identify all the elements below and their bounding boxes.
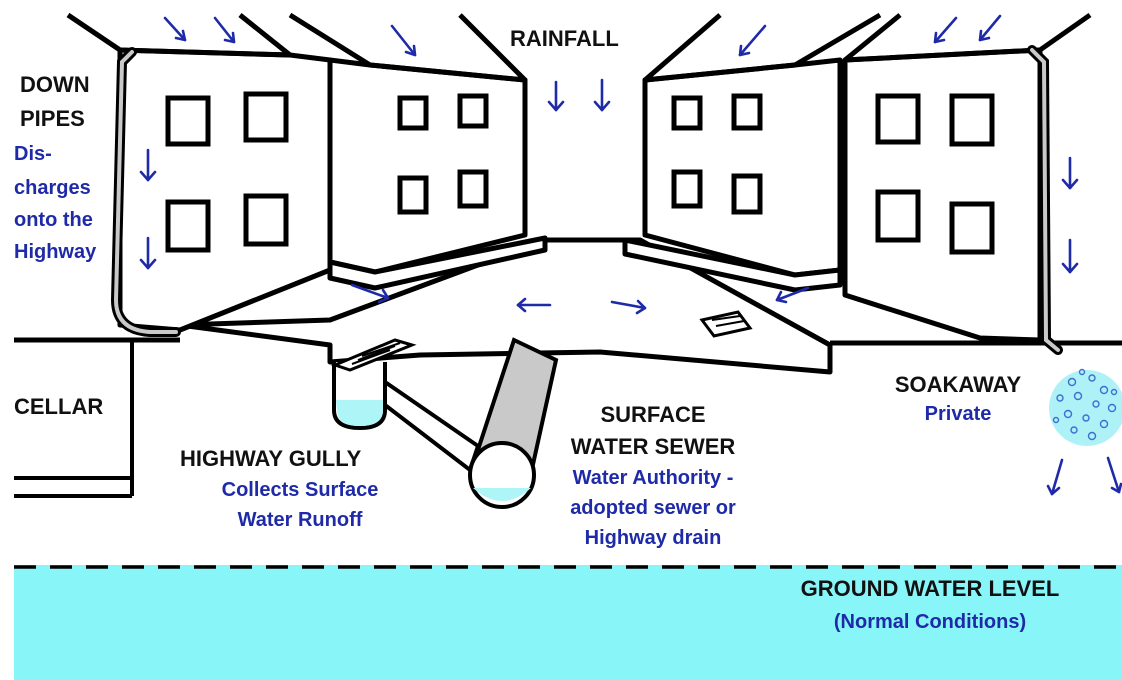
arrow-icon: [1061, 238, 1079, 274]
ground-water-description: (Normal Conditions): [834, 611, 1026, 633]
arrow-icon: [213, 16, 236, 44]
highway-gully-label: HIGHWAY GULLY: [180, 446, 362, 471]
grate-icon: [330, 338, 417, 372]
building-left-outer: [66, 12, 333, 333]
window: [731, 173, 763, 215]
window: [875, 93, 921, 145]
highway-gully: [330, 338, 417, 431]
building-left-inner: [288, 12, 548, 291]
window: [243, 91, 289, 143]
cellar: [14, 340, 134, 498]
groundwater-zone: [14, 565, 1122, 680]
soakaway-pit-icon: [1049, 368, 1122, 446]
surface-water-sewer: [468, 337, 559, 509]
gully-description: Collects Surface: [222, 479, 379, 501]
discharge-label: onto the: [14, 209, 93, 231]
discharge-label: Dis-: [14, 143, 52, 165]
arrow-icon: [390, 24, 417, 57]
arrow-icon: [163, 16, 187, 42]
arrow-icon: [139, 148, 157, 182]
arrow-icon: [978, 14, 1002, 42]
surface-water-sewer-label: WATER SEWER: [571, 434, 736, 459]
arrow-icon: [593, 78, 611, 112]
rainfall-label: RAINFALL: [510, 26, 619, 51]
discharge-label: Highway: [14, 241, 97, 263]
down-pipes-label: DOWN: [20, 72, 90, 97]
groundwater-fill: [14, 565, 1122, 680]
discharge-label: charges: [14, 177, 91, 199]
down-pipes-label: PIPES: [20, 106, 85, 131]
sewer-description: adopted sewer or: [570, 497, 736, 519]
sewer-description: Highway drain: [585, 527, 722, 549]
connector-pipe: [383, 378, 481, 474]
window: [457, 93, 489, 129]
window: [397, 175, 429, 215]
surface-water-sewer-label: SURFACE: [600, 402, 705, 427]
window: [165, 199, 211, 253]
arrow-icon: [1106, 456, 1122, 494]
arrow-icon: [516, 297, 552, 313]
window: [165, 95, 211, 147]
soakaway-description: Private: [925, 403, 992, 425]
window: [243, 193, 289, 247]
arrow-icon: [610, 299, 647, 315]
building-right-outer: [842, 12, 1092, 343]
window: [731, 93, 763, 131]
building-right-inner: [622, 12, 882, 293]
sewer-description: Water Authority -: [573, 467, 734, 489]
arrow-icon: [350, 283, 390, 304]
gully-description: Water Runoff: [238, 509, 363, 531]
arrow-icon: [933, 16, 958, 44]
arrow-icon: [1046, 458, 1064, 496]
arrow-icon: [775, 286, 810, 304]
window: [671, 169, 703, 209]
window: [397, 95, 429, 131]
ground-water-level-label: GROUND WATER LEVEL: [801, 576, 1060, 601]
flow-arrows: [139, 14, 1122, 496]
arrow-icon: [547, 80, 565, 112]
labels: RAINFALL DOWN PIPES Dis- charges onto th…: [14, 26, 1059, 633]
window: [671, 95, 703, 131]
arrow-icon: [1061, 156, 1079, 190]
arrow-icon: [738, 24, 767, 57]
soakaway-label: SOAKAWAY: [895, 372, 1022, 397]
arrow-icon: [139, 236, 157, 270]
grate-icon: [699, 310, 753, 338]
window: [949, 201, 995, 255]
cellar-label: CELLAR: [14, 394, 103, 419]
window: [457, 169, 489, 209]
window: [949, 93, 995, 147]
window: [875, 189, 921, 243]
